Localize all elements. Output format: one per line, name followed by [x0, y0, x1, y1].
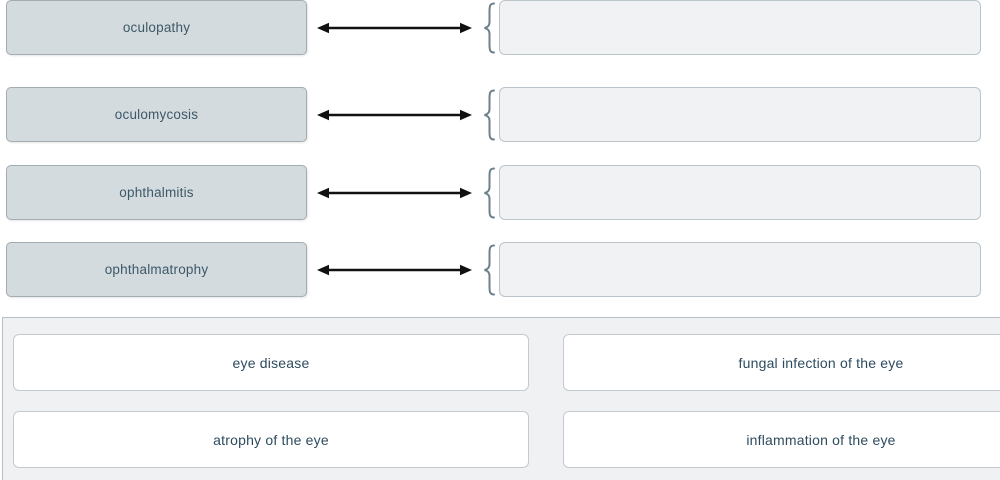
match-row: ophthalmitis [6, 165, 981, 220]
match-row: oculomycosis [6, 87, 981, 142]
term-tile-oculopathy: oculopathy [6, 0, 307, 55]
match-row: ophthalmatrophy [6, 242, 981, 297]
drop-zone-ophthalmatrophy[interactable] [499, 242, 981, 297]
answer-tile-fungal-infection[interactable]: fungal infection of the eye [563, 334, 1000, 391]
answer-bank-panel: eye disease fungal infection of the eye … [2, 317, 1000, 480]
double-arrow-icon [317, 22, 472, 34]
drop-zone-oculomycosis[interactable] [499, 87, 981, 142]
answer-bank-grid: eye disease fungal infection of the eye … [13, 334, 1000, 468]
left-brace-icon [482, 242, 496, 297]
left-brace-icon [482, 165, 496, 220]
term-tile-ophthalmitis: ophthalmitis [6, 165, 307, 220]
double-arrow-icon [317, 109, 472, 121]
drop-zone-ophthalmitis[interactable] [499, 165, 981, 220]
answer-tile-atrophy[interactable]: atrophy of the eye [13, 411, 529, 468]
left-brace-icon [482, 0, 496, 55]
drop-zone-oculopathy[interactable] [499, 0, 981, 55]
left-brace-icon [482, 87, 496, 142]
term-tile-oculomycosis: oculomycosis [6, 87, 307, 142]
match-row: oculopathy [6, 0, 981, 55]
answer-tile-inflammation[interactable]: inflammation of the eye [563, 411, 1000, 468]
answer-tile-eye-disease[interactable]: eye disease [13, 334, 529, 391]
term-tile-ophthalmatrophy: ophthalmatrophy [6, 242, 307, 297]
double-arrow-icon [317, 187, 472, 199]
double-arrow-icon [317, 264, 472, 276]
